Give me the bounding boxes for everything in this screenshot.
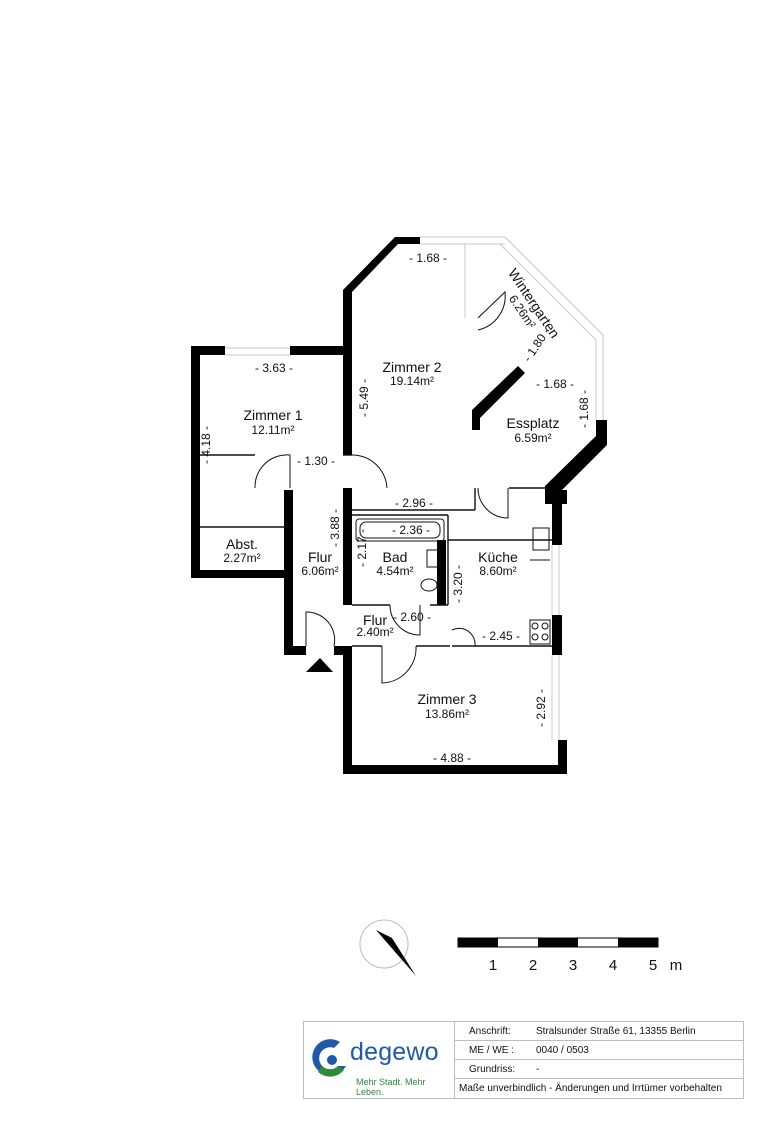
dimension-label-14: - 2.45 - [482,629,520,643]
room-area-4: 2.27m² [223,551,260,565]
door-zimmer2 [351,454,388,489]
wall-bad-right [437,540,446,605]
scale-label-5: m [670,957,683,974]
me-we-label: ME / WE : [469,1045,514,1056]
dimension-labels: - 1.68 - - 3.63 - - 4.18 - - 5.49 - - 1.80 -… [199,251,591,765]
walls [191,237,607,774]
kitchen-sink [532,527,550,551]
info-row-grundriss: Grundriss: - [455,1060,743,1079]
room-name-7: Küche [478,549,518,565]
degewo-swirl-icon [312,1039,346,1077]
logo-cell: degewo Mehr Stadt. Mehr Leben. [304,1022,455,1098]
room-name-5: Flur [308,549,332,565]
dimension-label-7: - 1.30 - [297,454,335,468]
bathtub [355,518,445,542]
info-box: degewo Mehr Stadt. Mehr Leben. Anschrift… [303,1021,744,1099]
room-area-3: 6.59m² [514,431,551,445]
room-area-9: 13.86m² [425,707,469,721]
door-entry [305,611,336,647]
address-value: Stralsunder Straße 61, 13355 Berlin [536,1026,696,1037]
wall-bad-left [343,488,352,605]
wall-essplatz-diagonal [545,420,607,493]
room-name-9: Zimmer 3 [417,691,476,707]
me-we-value: 0040 / 0503 [536,1045,589,1056]
door-wintergarten [477,290,506,331]
inner-lines [200,454,552,647]
wall-zimmer3-bottom [343,765,567,774]
scale-bar [457,937,659,948]
brand-tagline: Mehr Stadt. Mehr Leben. [356,1077,426,1097]
scale-label-0: 1 [489,957,497,974]
scale-label-2: 3 [569,957,577,974]
room-name-3: Essplatz [507,415,560,431]
wall-zimmer3-right [558,740,567,774]
wall-zimmer2-left [343,355,352,455]
grundriss-label: Grundriss: [469,1064,516,1075]
wall-zimmer1-top-b [290,346,352,355]
room-name-4: Abst. [226,536,258,552]
wall-zimmer3-left [343,646,352,774]
wall-zimmer1-left [191,346,200,578]
dimension-label-11: - 2.17 - [355,529,369,567]
room-area-0: 12.11m² [251,423,294,437]
room-name-1: Zimmer 2 [382,359,441,375]
windows [225,236,604,740]
dimension-label-3: - 5.49 - [357,379,371,417]
room-area-7: 8.60m² [479,564,516,578]
grundriss-value: - [536,1064,540,1075]
bathtub-inner [359,521,441,539]
entrance-triangle-icon [306,658,333,672]
info-row-note: Maße unverbindlich - Änderungen und Irrt… [455,1079,743,1098]
wall-zimmer2-roof [343,237,420,355]
dimension-label-8: - 2.96 - [395,496,433,510]
dimension-label-1: - 3.63 - [255,361,293,375]
door-kueche-flur [451,627,476,647]
door-bad [389,604,421,636]
wall-zimmer2-diagonal [472,366,525,430]
room-area-6: 4.54m² [376,564,413,578]
dimension-label-5: - 1.68 - [536,377,574,391]
wall-zimmer1-top-a [191,346,225,355]
dimension-label-0: - 1.68 - [409,251,447,265]
room-name-0: Zimmer 1 [243,407,302,423]
dimension-label-4: - 1.80 - [520,325,553,364]
sink [426,549,441,568]
dimension-label-13: - 2.60 - [393,610,431,624]
wall-entry [284,646,306,655]
fixtures [355,518,551,645]
dimension-label-10: - 2.36 - [392,523,430,537]
disclaimer-note: Maße unverbindlich - Änderungen und Irrt… [459,1083,722,1094]
info-row-address: Anschrift: Stralsunder Straße 61, 13355 … [455,1022,743,1041]
room-name-8: Flur [363,612,387,628]
scale-label-4: 5 [649,957,657,974]
room-area-1: 19.14m² [390,374,434,388]
dimension-label-16: - 4.88 - [433,751,471,765]
toilet [420,578,438,592]
north-arrow-icon [359,919,416,976]
dimension-label-6: - 1.68 - [577,390,591,428]
scale-label-1: 2 [529,957,537,974]
stove [529,619,551,645]
room-area-8: 2.40m² [356,625,393,639]
dimension-label-12: - 3.20 - [451,565,465,603]
room-area-5: 6.06m² [301,564,338,578]
dimension-label-2: - 4.18 - [199,426,213,464]
wall-kitchen-right-b [552,490,562,545]
info-row-me-we: ME / WE : 0040 / 0503 [455,1041,743,1060]
door-zimmer3 [381,645,417,684]
scale-label-3: 4 [609,957,617,974]
brand-name: degewo [350,1038,439,1066]
door-zimmer1 [254,454,291,489]
doors [254,290,509,684]
dimension-label-9: - 3.88 - [328,509,342,547]
dimension-label-15: - 2.92 - [534,689,548,727]
room-name-6: Bad [383,549,408,565]
wall-bottom-left [191,570,293,578]
door-kueche [477,487,509,519]
address-label: Anschrift: [469,1026,511,1037]
wall-kitchen-right-c [552,615,562,655]
